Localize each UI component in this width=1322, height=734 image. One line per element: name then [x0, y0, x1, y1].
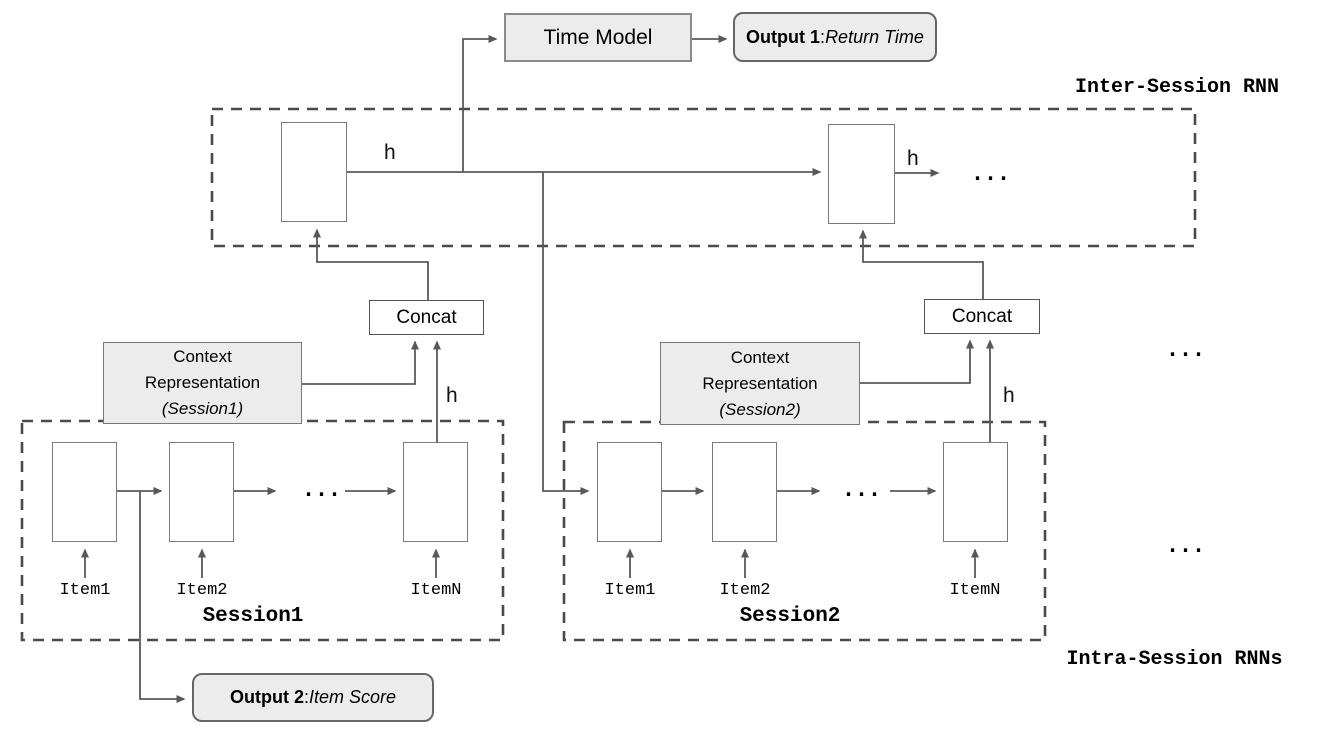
- context2-session-label: (Session2): [719, 399, 801, 419]
- arrow-concat1-to-inter-cell: [313, 228, 429, 300]
- output2-value: Item Score: [308, 687, 397, 707]
- session1-h-label: h: [446, 384, 458, 407]
- time-model-box: Time Model: [504, 13, 692, 62]
- session1-cell-2: [169, 442, 234, 542]
- session2-h-label: h: [1003, 384, 1015, 407]
- inter-h-label-left: h: [384, 141, 396, 164]
- session1-item2-label: Item2: [176, 581, 228, 600]
- inter-session-cell-2: [828, 124, 895, 224]
- output1-box: Output 1: Return Time: [733, 12, 937, 62]
- session1-ellipsis: ...: [302, 477, 342, 501]
- inter-ellipsis: ...: [971, 161, 1011, 185]
- arrow-context1-to-concat1: [302, 340, 419, 385]
- session2-cell-2: [712, 442, 777, 542]
- inter-session-dashed-box: [210, 107, 1197, 248]
- intra-session-rnns-title: Intra-Session RNNs: [1066, 648, 1283, 671]
- output2-box: Output 2: Item Score: [192, 673, 434, 722]
- arrow-context2-to-concat2: [860, 339, 974, 384]
- inter-session-rnn-title: Inter-Session RNN: [1074, 76, 1280, 99]
- output1-title: Output 1: [746, 26, 821, 47]
- session2-dashed-box: [562, 420, 1047, 642]
- concat-box-right: Concat: [924, 299, 1040, 334]
- inter-session-cell-1: [281, 122, 347, 222]
- output1-separator: :: [820, 26, 826, 47]
- arrow-to-output2: [139, 491, 186, 703]
- context1-line2: Representation: [144, 373, 261, 392]
- context1-line1: Context: [173, 347, 232, 366]
- output2-separator: :: [303, 687, 309, 707]
- session1-dashed-box: [20, 419, 505, 642]
- arrow-hidden-to-session2: [542, 172, 590, 495]
- session1-cell-n: [403, 442, 468, 542]
- session1-title: Session1: [202, 605, 304, 628]
- session1-item1-label: Item1: [59, 581, 111, 600]
- right-ellipsis-bottom: ...: [1166, 533, 1206, 557]
- session2-title: Session2: [739, 605, 841, 628]
- session2-itemN-label: ItemN: [949, 581, 1001, 600]
- right-ellipsis-top: ...: [1166, 337, 1206, 361]
- output1-value: Return Time: [825, 26, 924, 47]
- inter-h-label-right: h: [907, 147, 919, 170]
- session2-item2-label: Item2: [719, 581, 771, 600]
- output2-title: Output 2: [229, 687, 304, 707]
- context2-line2: Representation: [702, 373, 818, 393]
- arrow-concat2-to-inter-cell: [859, 229, 984, 299]
- context-representation-box-session1: Context Representation (Session1): [103, 342, 302, 424]
- session2-ellipsis: ...: [842, 477, 882, 501]
- session2-cell-n: [943, 442, 1008, 542]
- session1-itemN-label: ItemN: [410, 581, 462, 600]
- concat-left-label: Concat: [396, 306, 457, 328]
- arrow-hidden-to-time-model: [462, 35, 498, 172]
- context-representation-box-session2: Context Representation (Session2): [660, 342, 860, 425]
- concat-right-label: Concat: [951, 305, 1013, 327]
- context2-line1: Context: [730, 347, 790, 367]
- session2-cell-1: [597, 442, 662, 542]
- context1-session-label: (Session1): [161, 399, 244, 418]
- time-model-label: Time Model: [543, 25, 653, 49]
- concat-box-left: Concat: [369, 300, 484, 335]
- session1-cell-1: [52, 442, 117, 542]
- session2-item1-label: Item1: [604, 581, 656, 600]
